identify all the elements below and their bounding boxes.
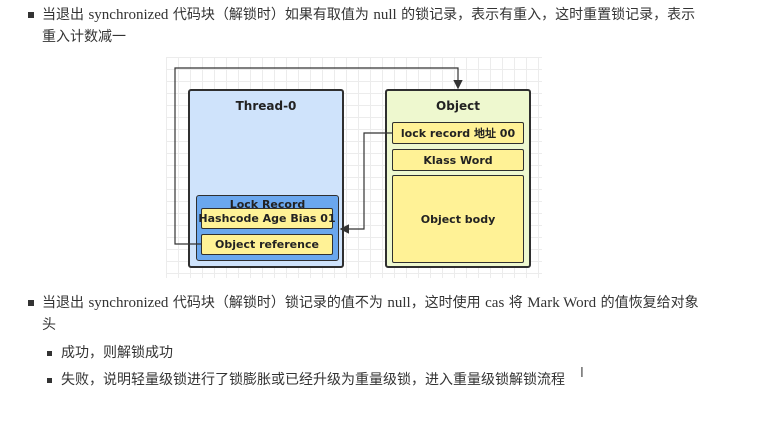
code-null: null [373,7,397,23]
bullet-text-reentry-line2: 重入计数减一 [42,29,126,45]
lock-record-address-cell: lock record 地址 00 [392,122,524,144]
lock-record-title: Lock Record [229,198,306,211]
sub-bullet-failure: 失败，说明轻量级锁进行了锁膨胀或已经升级为重量级锁，进入重量级锁解锁流程 [61,372,565,388]
lock-diagram: Thread-0 Lock Record Hashcode Age Bias 0… [166,57,542,278]
text-segment: 当退出 [42,7,89,23]
code-synchronized: synchronized [88,7,169,23]
text-segment: ，这时使用 [410,295,486,311]
code-mark-word: Mark Word [527,295,597,311]
sub-bullet-marker-1 [47,351,52,356]
sub-bullet-success: 成功，则解锁成功 [61,345,173,361]
sub-bullet-marker-2 [47,378,52,383]
text-segment: 的值恢复给对象 [596,295,699,311]
code-cas: cas [485,295,505,311]
object-reference-cell: Object reference [201,234,333,255]
hashcode-cell: Hashcode Age Bias 01 [198,208,336,229]
arrow-lockaddr-to-record [339,132,392,234]
klass-word-cell: Klass Word [392,149,524,171]
text-segment: 当退出 [42,295,89,311]
thread-title: Thread-0 [235,99,297,113]
code-synchronized: synchronized [88,295,169,311]
bullet-marker-1 [28,12,34,18]
bullet-text-cas: 当退出 synchronized 代码块（解锁时）锁记录的值不为 null，这时… [42,292,742,314]
code-null: null [387,295,411,311]
text-segment: 的锁记录，表示有重入，这时重置锁记录，表示 [396,7,696,23]
arrow-reference-to-object [174,67,463,245]
diagram-arrows [174,67,463,245]
bullet-text-cas-line2: 头 [42,317,56,333]
text-cursor-icon: I [580,366,584,381]
text-segment: 将 [504,295,528,311]
text-segment: 代码块（解锁时）如果有取值为 [168,7,374,23]
object-title: Object [436,99,480,113]
text-segment: 代码块（解锁时）锁记录的值不为 [168,295,388,311]
bullet-text-reentry: 当退出 synchronized 代码块（解锁时）如果有取值为 null 的锁记… [42,4,742,26]
bullet-marker-2 [28,300,34,306]
object-body-cell: Object body [392,175,524,263]
